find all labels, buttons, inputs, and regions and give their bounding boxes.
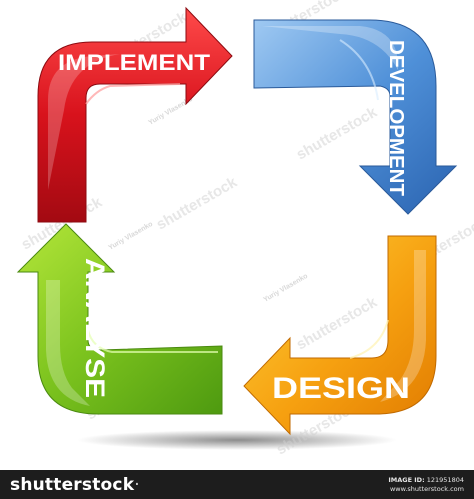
analyse-label: ANALYSE <box>80 258 110 398</box>
watermark-credit: Yuriy Vlasenko <box>108 221 155 252</box>
site-url: www.shutterstock.com <box>389 484 464 493</box>
development-label: DEVELOPMENT <box>385 40 407 196</box>
image-id-line: IMAGE ID: 121951804 <box>388 476 464 485</box>
development-arrow: DEVELOPMENT <box>253 19 458 215</box>
watermark-text: shutterstock <box>294 103 381 163</box>
design-arrow: DESIGN <box>243 235 437 436</box>
image-meta: IMAGE ID: 121951804 www.shutterstock.com <box>388 476 464 494</box>
implement-label: IMPLEMENT <box>58 50 211 75</box>
watermark-text: shutterstock <box>154 173 241 233</box>
implement-arrow: IMPLEMENT <box>37 6 233 223</box>
cycle-diagram: shutterstock shutterstock shutterstock s… <box>16 0 474 458</box>
brand-main: shutterstock <box>10 474 135 495</box>
watermark-credit: Yuriy Vlasenko <box>263 273 310 304</box>
floor-shadow <box>77 430 397 450</box>
analyse-arrow: ANALYSE <box>16 223 223 415</box>
image-id-label: IMAGE ID: <box>388 475 425 484</box>
image-id-value: 121951804 <box>426 475 464 484</box>
brand-logo: shutterstock· <box>10 475 140 495</box>
stock-footer: shutterstock· IMAGE ID: 121951804 www.sh… <box>0 470 474 499</box>
design-label: DESIGN <box>272 372 410 405</box>
brand-suffix: · <box>134 474 140 495</box>
watermark-text: shutterstock <box>294 293 381 353</box>
